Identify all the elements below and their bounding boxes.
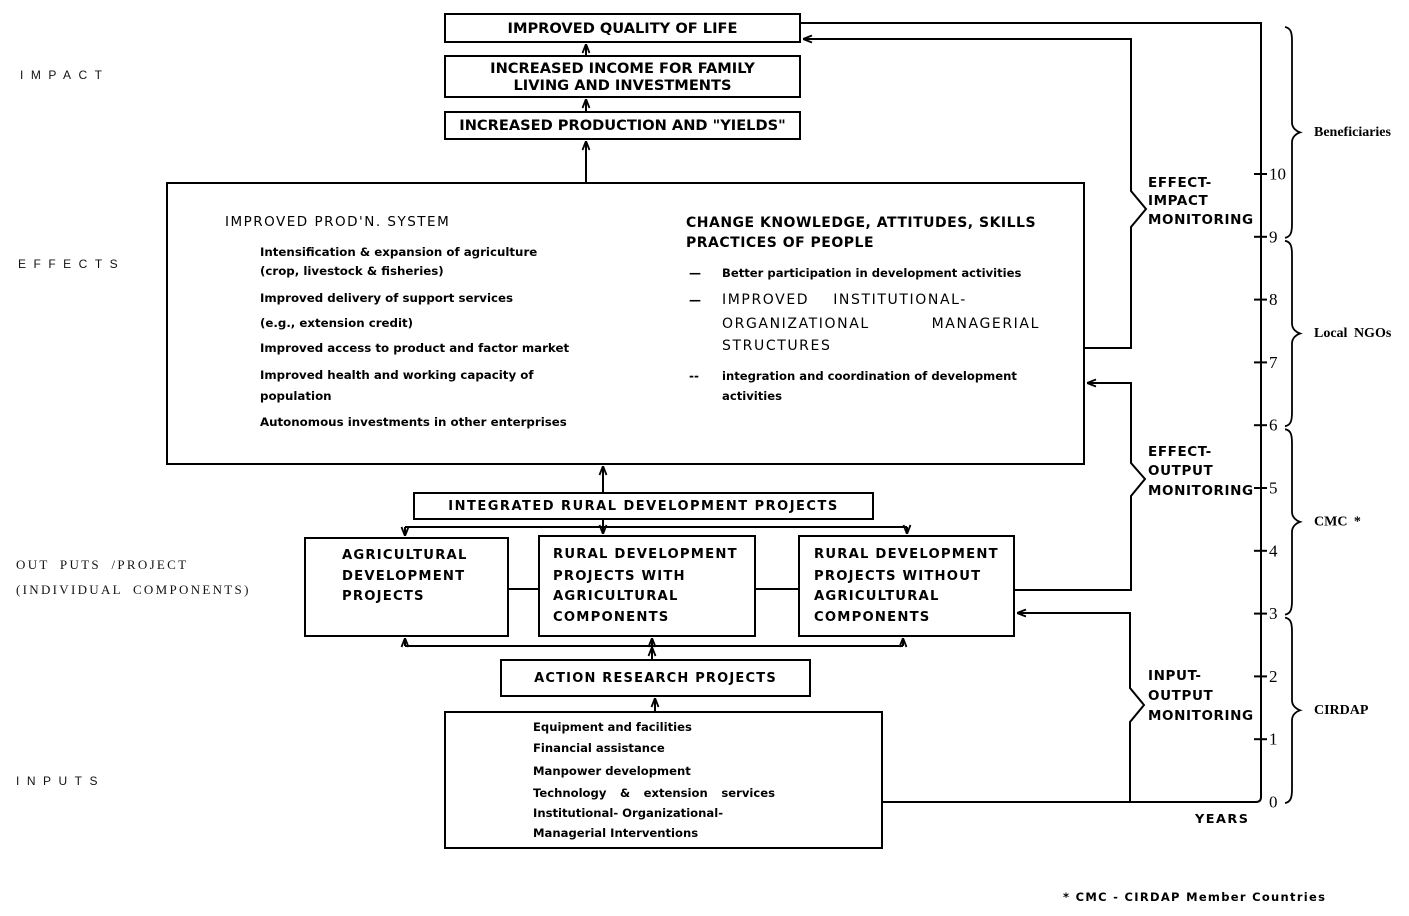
input-item-continued: Managerial Interventions bbox=[533, 826, 699, 840]
box-action-research-projects: ACTION RESEARCH PROJECTS bbox=[500, 659, 811, 697]
monitoring-label-line: INPUT- bbox=[1148, 668, 1202, 684]
year-tick-label: 5 bbox=[1269, 479, 1278, 498]
timeline-group-label: Beneficiaries bbox=[1314, 125, 1392, 140]
production-system-item: Improved access to product and factor ma… bbox=[260, 341, 570, 355]
timeline-group-label: Local NGOs bbox=[1314, 326, 1392, 341]
component-label-line: DEVELOPMENT bbox=[342, 569, 466, 584]
year-tick-label: 1 bbox=[1269, 730, 1278, 749]
production-system-item-note: (crop, livestock & fisheries) bbox=[260, 264, 444, 278]
box-increased-income: INCREASED INCOME FOR FAMILY LIVING AND I… bbox=[444, 55, 801, 98]
box-improved-quality-of-life: IMPROVED QUALITY OF LIFE bbox=[444, 13, 801, 43]
timeline-group-brace bbox=[1284, 26, 1303, 239]
level-label-outputs: OUT PUTS /PROJECT bbox=[16, 557, 189, 572]
component-label-line: RURAL DEVELOPMENT bbox=[553, 547, 738, 562]
component-label-line: PROJECTS WITH bbox=[553, 569, 686, 584]
input-item: Equipment and facilities bbox=[533, 720, 692, 734]
production-system-item: Autonomous investments in other enterpri… bbox=[260, 415, 567, 429]
loop-input-output-monitoring bbox=[1017, 613, 1146, 802]
level-label-inputs: INPUTS bbox=[16, 774, 106, 788]
timeline-group-brace bbox=[1284, 239, 1303, 428]
timeline-group-label: CMC * bbox=[1314, 514, 1361, 529]
integrated-projects-label: INTEGRATED RURAL DEVELOPMENT PROJECTS bbox=[448, 498, 839, 514]
input-item: Institutional- Organizational- bbox=[533, 806, 724, 820]
production-system-item-continued: population bbox=[260, 389, 332, 403]
people-heading-line: PRACTICES OF PEOPLE bbox=[686, 235, 875, 251]
input-item: Technology & extension services bbox=[533, 786, 775, 800]
monitoring-label-line: EFFECT- bbox=[1148, 444, 1212, 460]
monitoring-label-line: MONITORING bbox=[1148, 212, 1254, 228]
production-system-item: Intensification & expansion of agricultu… bbox=[260, 245, 538, 259]
component-label-line: COMPONENTS bbox=[553, 610, 670, 625]
people-item: Better participation in development acti… bbox=[722, 266, 1022, 280]
action-research-label: ACTION RESEARCH PROJECTS bbox=[534, 670, 777, 686]
level-label-effects: EFFECTS bbox=[18, 257, 126, 271]
input-item: Manpower development bbox=[533, 764, 691, 778]
year-tick-label: 2 bbox=[1269, 667, 1278, 686]
year-tick-label: 3 bbox=[1269, 604, 1278, 623]
timeline-axis-label: YEARS bbox=[1195, 812, 1250, 827]
input-item: Financial assistance bbox=[533, 741, 665, 755]
production-system-item: Improved delivery of support services bbox=[260, 291, 514, 305]
dash-bullet: — bbox=[689, 266, 701, 280]
production-system-heading: IMPROVED PROD'N. SYSTEM bbox=[225, 214, 451, 230]
dash-bullet: -- bbox=[689, 369, 699, 383]
production-system-item: Improved health and working capacity of bbox=[260, 368, 534, 382]
box-rural-projects-without-agricultural-components: RURAL DEVELOPMENT PROJECTS WITHOUT AGRIC… bbox=[798, 535, 1015, 637]
box-agricultural-development-projects: AGRICULTURAL DEVELOPMENT PROJECTS bbox=[304, 537, 509, 637]
people-item-continued: ORGANIZATIONAL MANAGERIAL bbox=[722, 316, 1040, 332]
box-integrated-rural-development-projects: INTEGRATED RURAL DEVELOPMENT PROJECTS bbox=[413, 492, 874, 520]
component-label-line: RURAL DEVELOPMENT bbox=[814, 547, 999, 562]
component-label-line: COMPONENTS bbox=[814, 610, 931, 625]
year-tick-label: 4 bbox=[1269, 541, 1278, 560]
production-system-item-note: (e.g., extension credit) bbox=[260, 316, 414, 330]
income-label-line: INCREASED INCOME FOR FAMILY bbox=[490, 59, 755, 77]
box-inputs: Equipment and facilities Financial assis… bbox=[444, 711, 883, 849]
monitoring-label-line: MONITORING bbox=[1148, 483, 1254, 499]
box-rural-projects-with-agricultural-components: RURAL DEVELOPMENT PROJECTS WITH AGRICULT… bbox=[538, 535, 756, 637]
quality-of-life-label: IMPROVED QUALITY OF LIFE bbox=[507, 19, 738, 37]
year-tick-label: 7 bbox=[1269, 353, 1278, 372]
box-increased-production: INCREASED PRODUCTION AND "YIELDS" bbox=[444, 111, 801, 140]
monitoring-label-line: OUTPUT bbox=[1148, 463, 1214, 479]
component-label-line: PROJECTS WITHOUT bbox=[814, 569, 982, 584]
component-label-line: PROJECTS bbox=[342, 589, 425, 604]
year-tick-label: 9 bbox=[1269, 227, 1278, 246]
year-tick-label: 0 bbox=[1269, 793, 1278, 812]
level-label-outputs-subtitle: (INDIVIDUAL COMPONENTS) bbox=[16, 582, 251, 597]
dash-bullet: — bbox=[689, 293, 701, 307]
box-effects: IMPROVED PROD'N. SYSTEM Intensification … bbox=[166, 182, 1085, 465]
income-label-line: LIVING AND INVESTMENTS bbox=[513, 76, 732, 94]
production-label: INCREASED PRODUCTION AND "YIELDS" bbox=[459, 117, 786, 134]
year-tick-label: 8 bbox=[1269, 290, 1278, 309]
timeline-group-brace bbox=[1284, 428, 1303, 616]
timeline-group-label: CIRDAP bbox=[1314, 703, 1369, 718]
people-item-continued: STRUCTURES bbox=[722, 338, 832, 354]
people-item: IMPROVED INSTITUTIONAL- bbox=[722, 292, 967, 308]
component-label-line: AGRICULTURAL bbox=[814, 589, 940, 604]
monitoring-label-line: MONITORING bbox=[1148, 708, 1254, 724]
monitoring-label-line: IMPACT bbox=[1148, 193, 1209, 209]
people-heading-line: CHANGE KNOWLEDGE, ATTITUDES, SKILLS bbox=[686, 215, 1037, 231]
component-label-line: AGRICULTURAL bbox=[553, 589, 679, 604]
year-tick-label: 10 bbox=[1269, 165, 1286, 184]
component-label-line: AGRICULTURAL bbox=[342, 548, 468, 563]
people-item-continued: activities bbox=[722, 389, 783, 403]
monitoring-label-line: EFFECT- bbox=[1148, 175, 1212, 191]
people-item: integration and coordination of developm… bbox=[722, 369, 1017, 383]
year-tick-label: 6 bbox=[1269, 416, 1278, 435]
timeline-group-brace bbox=[1284, 616, 1303, 804]
monitoring-label-line: OUTPUT bbox=[1148, 688, 1214, 704]
footnote: * CMC - CIRDAP Member Countries bbox=[1063, 890, 1327, 904]
level-label-impact: IMPACT bbox=[20, 68, 110, 82]
